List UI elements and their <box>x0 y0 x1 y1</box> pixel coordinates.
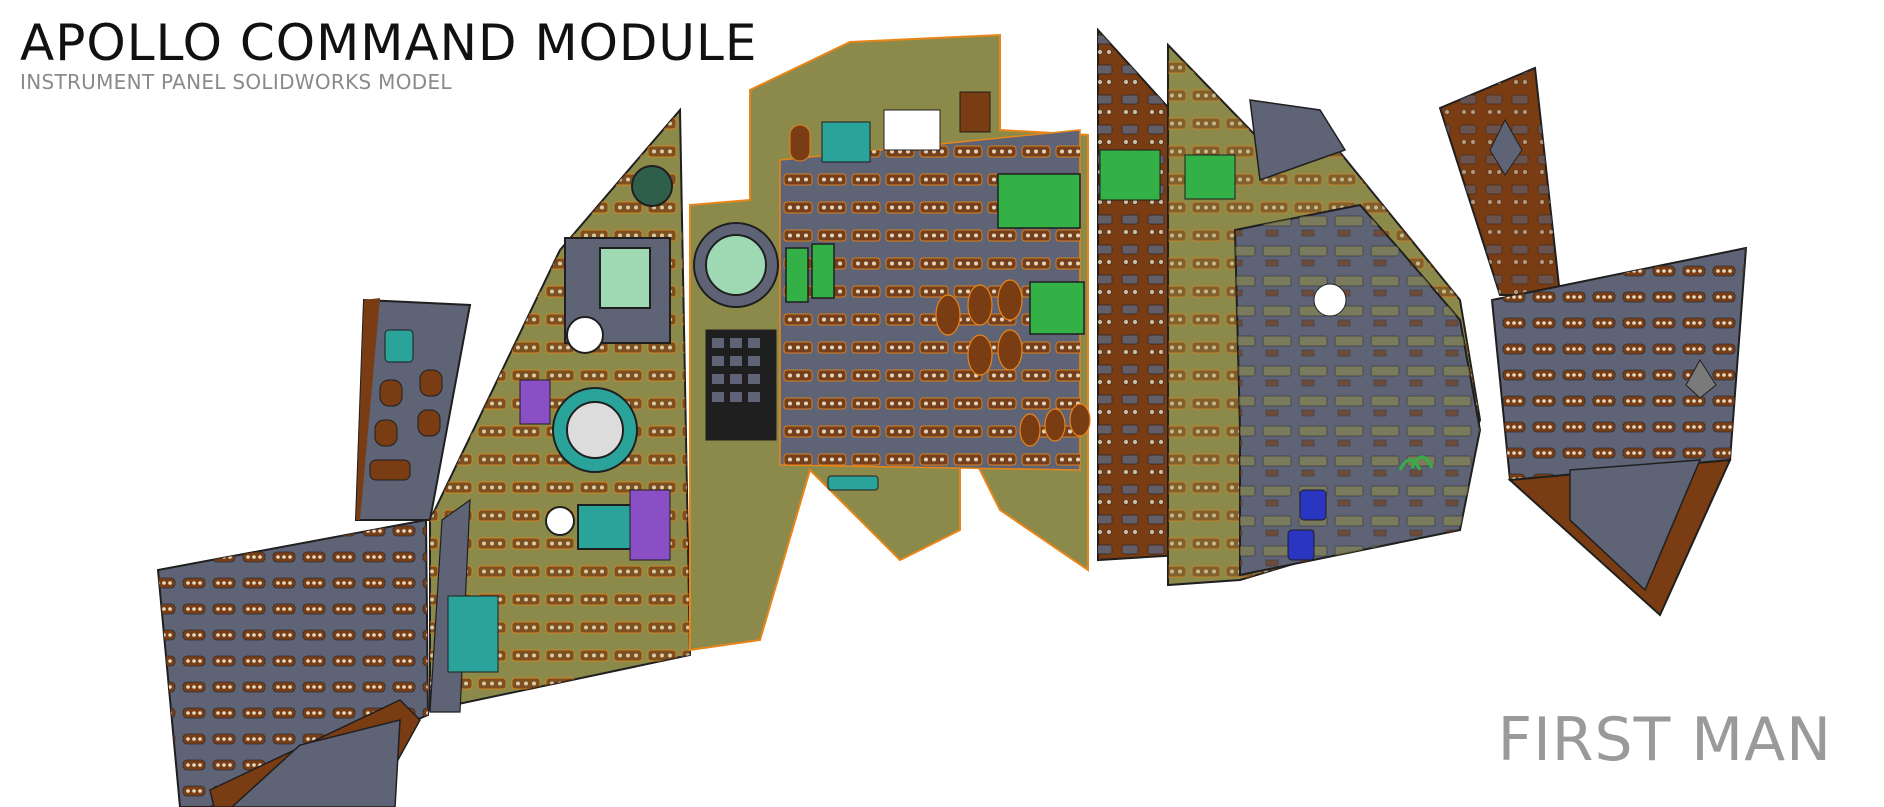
left-lower-panel <box>156 518 430 807</box>
page-title: APOLLO COMMAND MODULE <box>20 14 758 72</box>
left-upper-panel <box>354 298 472 521</box>
far-right-upper-panel <box>1438 66 1562 296</box>
right-grey-panel <box>1233 203 1482 577</box>
center-right-brown-strip <box>1097 27 1182 562</box>
far-right-lower-panel <box>1490 246 1748 617</box>
page-subtitle: INSTRUMENT PANEL SOLIDWORKS MODEL <box>20 70 452 94</box>
left-wing-panel <box>429 107 692 713</box>
center-main-panel <box>689 33 1091 652</box>
first-man-caption: FIRST MAN <box>1497 705 1832 775</box>
